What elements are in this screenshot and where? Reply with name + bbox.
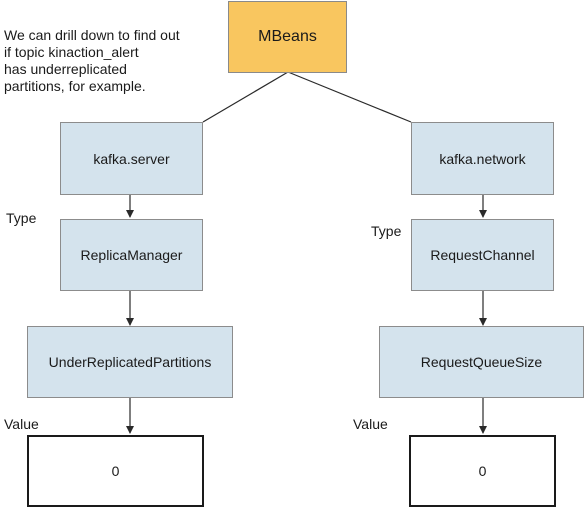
root-to-kafka-server-line — [202, 71, 289, 123]
value-node-right: 0 — [409, 435, 556, 507]
type-label-right: Type — [371, 223, 402, 239]
type-node-replica-manager: ReplicaManager — [60, 219, 203, 291]
value-node-left: 0 — [27, 435, 204, 507]
name-node-request-queue-size: RequestQueueSize — [379, 326, 584, 398]
domain-node-kafka-server: kafka.server — [60, 122, 203, 195]
type-node-request-channel: RequestChannel — [411, 219, 554, 291]
type-label-left: Type — [6, 210, 37, 226]
domain-node-kafka-network: kafka.network — [411, 122, 554, 195]
annotation-note: We can drill down to find out if topic k… — [4, 27, 180, 94]
root-node-mbeans: MBeans — [228, 1, 347, 73]
name-node-under-replicated-partitions: UnderReplicatedPartitions — [27, 326, 233, 398]
value-label-left: Value — [4, 416, 39, 432]
root-to-kafka-network-line — [287, 71, 412, 123]
value-label-right: Value — [353, 416, 388, 432]
